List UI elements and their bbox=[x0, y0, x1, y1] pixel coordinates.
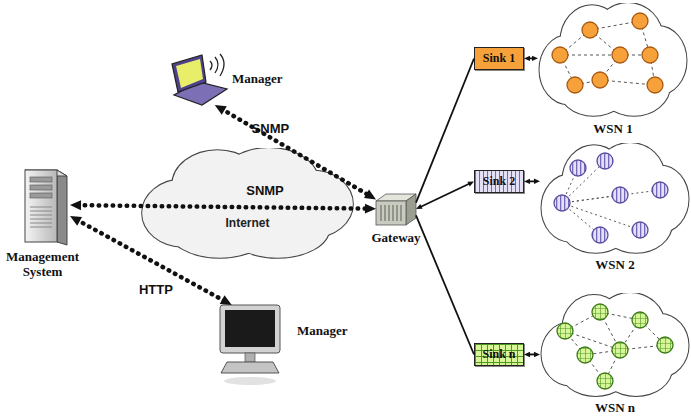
connector bbox=[416, 182, 474, 210]
connector bbox=[416, 59, 474, 203]
connector-line bbox=[528, 354, 536, 356]
connector bbox=[524, 56, 538, 61]
cloud-outline bbox=[540, 143, 690, 255]
node-label: Manager bbox=[297, 323, 357, 338]
gateway: Gateway bbox=[376, 193, 416, 225]
arrow-head bbox=[524, 352, 530, 357]
manager-desktop: Manager bbox=[215, 305, 285, 390]
laptop-icon bbox=[172, 54, 227, 105]
connector bbox=[524, 179, 540, 184]
node-label: Management System bbox=[0, 249, 90, 279]
arrow-head bbox=[524, 56, 530, 61]
cloud-outline bbox=[540, 293, 690, 398]
cloud-outline bbox=[538, 3, 688, 118]
node-label: WSN 2 bbox=[540, 257, 690, 272]
connector-line bbox=[420, 183, 470, 207]
arrow-head bbox=[416, 204, 423, 209]
sink-box: Sink 1 bbox=[474, 47, 524, 70]
connector-line bbox=[528, 57, 534, 59]
node-label: Sink 2 bbox=[475, 171, 523, 192]
arrow-head bbox=[524, 179, 530, 184]
management-server: Management System bbox=[15, 165, 70, 245]
wsn-cloud: WSN n bbox=[540, 293, 690, 398]
wsn-cloud: WSN 2 bbox=[540, 143, 690, 255]
arrow-head bbox=[364, 190, 376, 200]
wsn-cloud: WSN 1 bbox=[538, 3, 688, 118]
arrow-head bbox=[534, 352, 540, 357]
sink-box: Sink 2 bbox=[474, 170, 524, 193]
node-label: Internet bbox=[140, 216, 355, 231]
arrow-head bbox=[534, 179, 540, 184]
connector bbox=[416, 215, 474, 354]
connector-line bbox=[416, 59, 474, 203]
protocol-label: SNMP bbox=[246, 182, 284, 197]
node-label: WSN 1 bbox=[538, 121, 688, 136]
protocol-label: HTTP bbox=[139, 281, 173, 296]
arrow-head bbox=[70, 216, 82, 226]
arrow-head bbox=[365, 204, 376, 214]
node-label: Sink 1 bbox=[475, 48, 523, 69]
sink-box: Sink n bbox=[474, 343, 524, 366]
desktop-icon bbox=[220, 305, 280, 385]
connector-line bbox=[416, 215, 474, 354]
gateway-icon bbox=[376, 194, 416, 225]
arrow-head bbox=[70, 200, 81, 210]
node-label: WSN n bbox=[540, 400, 690, 415]
manager-laptop: Manager bbox=[172, 55, 227, 105]
cloud-outline bbox=[140, 148, 355, 260]
server-icon bbox=[25, 170, 67, 245]
arrow-head bbox=[215, 105, 227, 115]
node-label: Sink n bbox=[475, 344, 523, 365]
connector-line bbox=[528, 180, 536, 182]
arrow-head bbox=[220, 295, 232, 305]
node-label: Manager bbox=[232, 71, 302, 86]
arrow-head bbox=[532, 56, 538, 61]
connector bbox=[524, 352, 540, 357]
arrow-head bbox=[467, 182, 474, 187]
internet-cloud: Internet bbox=[140, 148, 355, 260]
protocol-label: SNMP bbox=[252, 121, 290, 136]
node-label: Gateway bbox=[361, 230, 431, 245]
